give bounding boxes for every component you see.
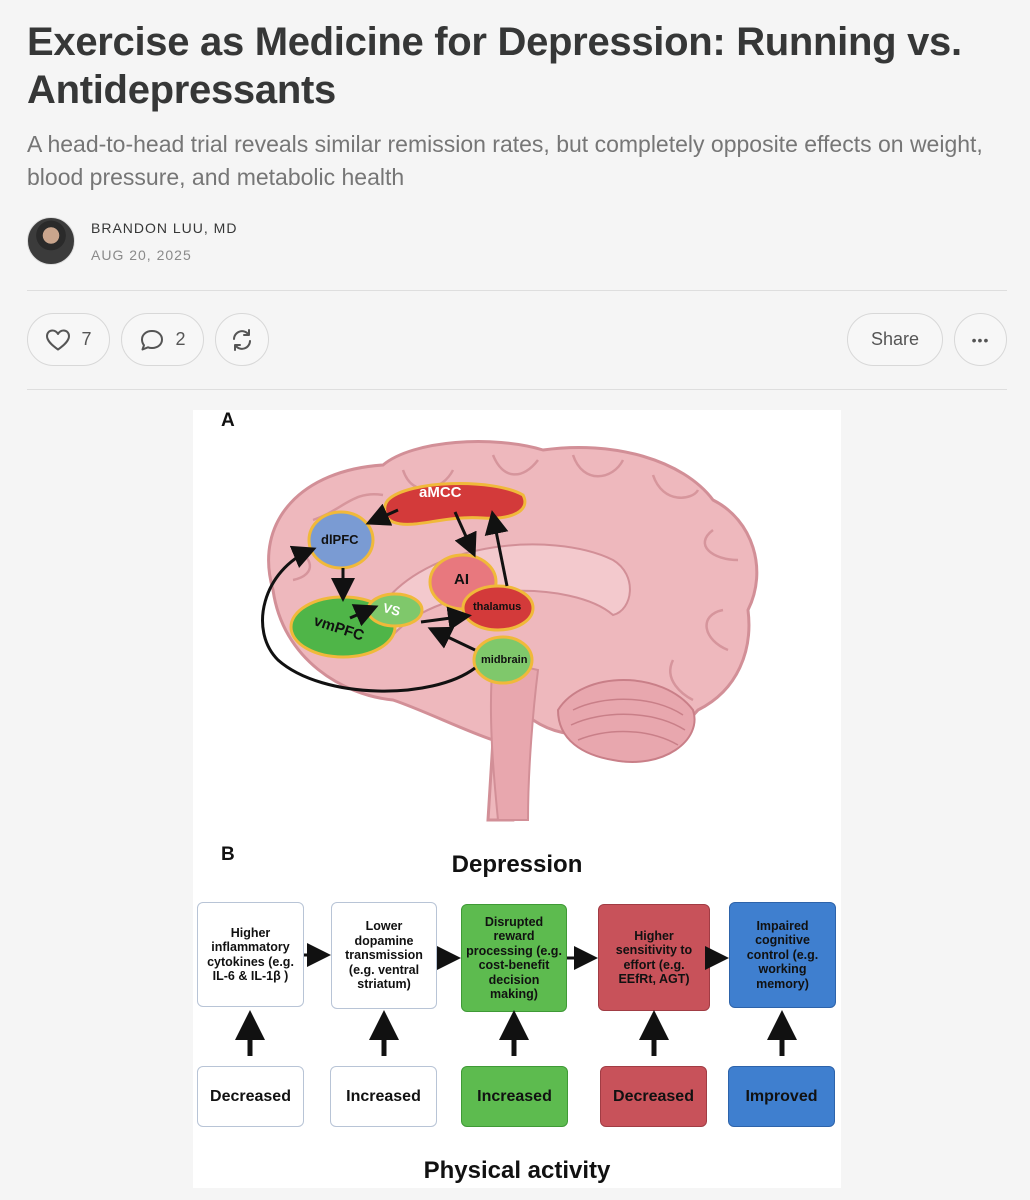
- effect-effort: Decreased: [600, 1066, 707, 1127]
- more-options-button[interactable]: •••: [954, 313, 1007, 366]
- effect-reward: Increased: [461, 1066, 568, 1127]
- more-icon: •••: [972, 332, 990, 348]
- comment-icon: [139, 328, 165, 352]
- comment-button[interactable]: 2: [121, 313, 204, 366]
- article-title: Exercise as Medicine for Depression: Run…: [27, 18, 1007, 114]
- figure: A: [193, 410, 841, 1188]
- like-count: 7: [81, 329, 91, 350]
- share-label: Share: [871, 329, 919, 350]
- comment-count: 2: [175, 329, 185, 350]
- heart-icon: [45, 328, 71, 352]
- article-subtitle: A head-to-head trial reveals similar rem…: [27, 128, 997, 194]
- author-avatar[interactable]: [27, 217, 75, 265]
- restack-icon: [229, 327, 255, 353]
- effect-cognitive: Improved: [728, 1066, 835, 1127]
- divider: [27, 389, 1007, 390]
- restack-button[interactable]: [215, 313, 269, 366]
- author-name[interactable]: BRANDON LUU, MD: [91, 220, 237, 236]
- divider: [27, 290, 1007, 291]
- like-button[interactable]: 7: [27, 313, 110, 366]
- flow-footer: Physical activity: [193, 1157, 841, 1185]
- share-button[interactable]: Share: [847, 313, 943, 366]
- post-date: AUG 20, 2025: [91, 247, 192, 263]
- effect-cytokines: Decreased: [197, 1066, 304, 1127]
- effect-dopamine: Increased: [330, 1066, 437, 1127]
